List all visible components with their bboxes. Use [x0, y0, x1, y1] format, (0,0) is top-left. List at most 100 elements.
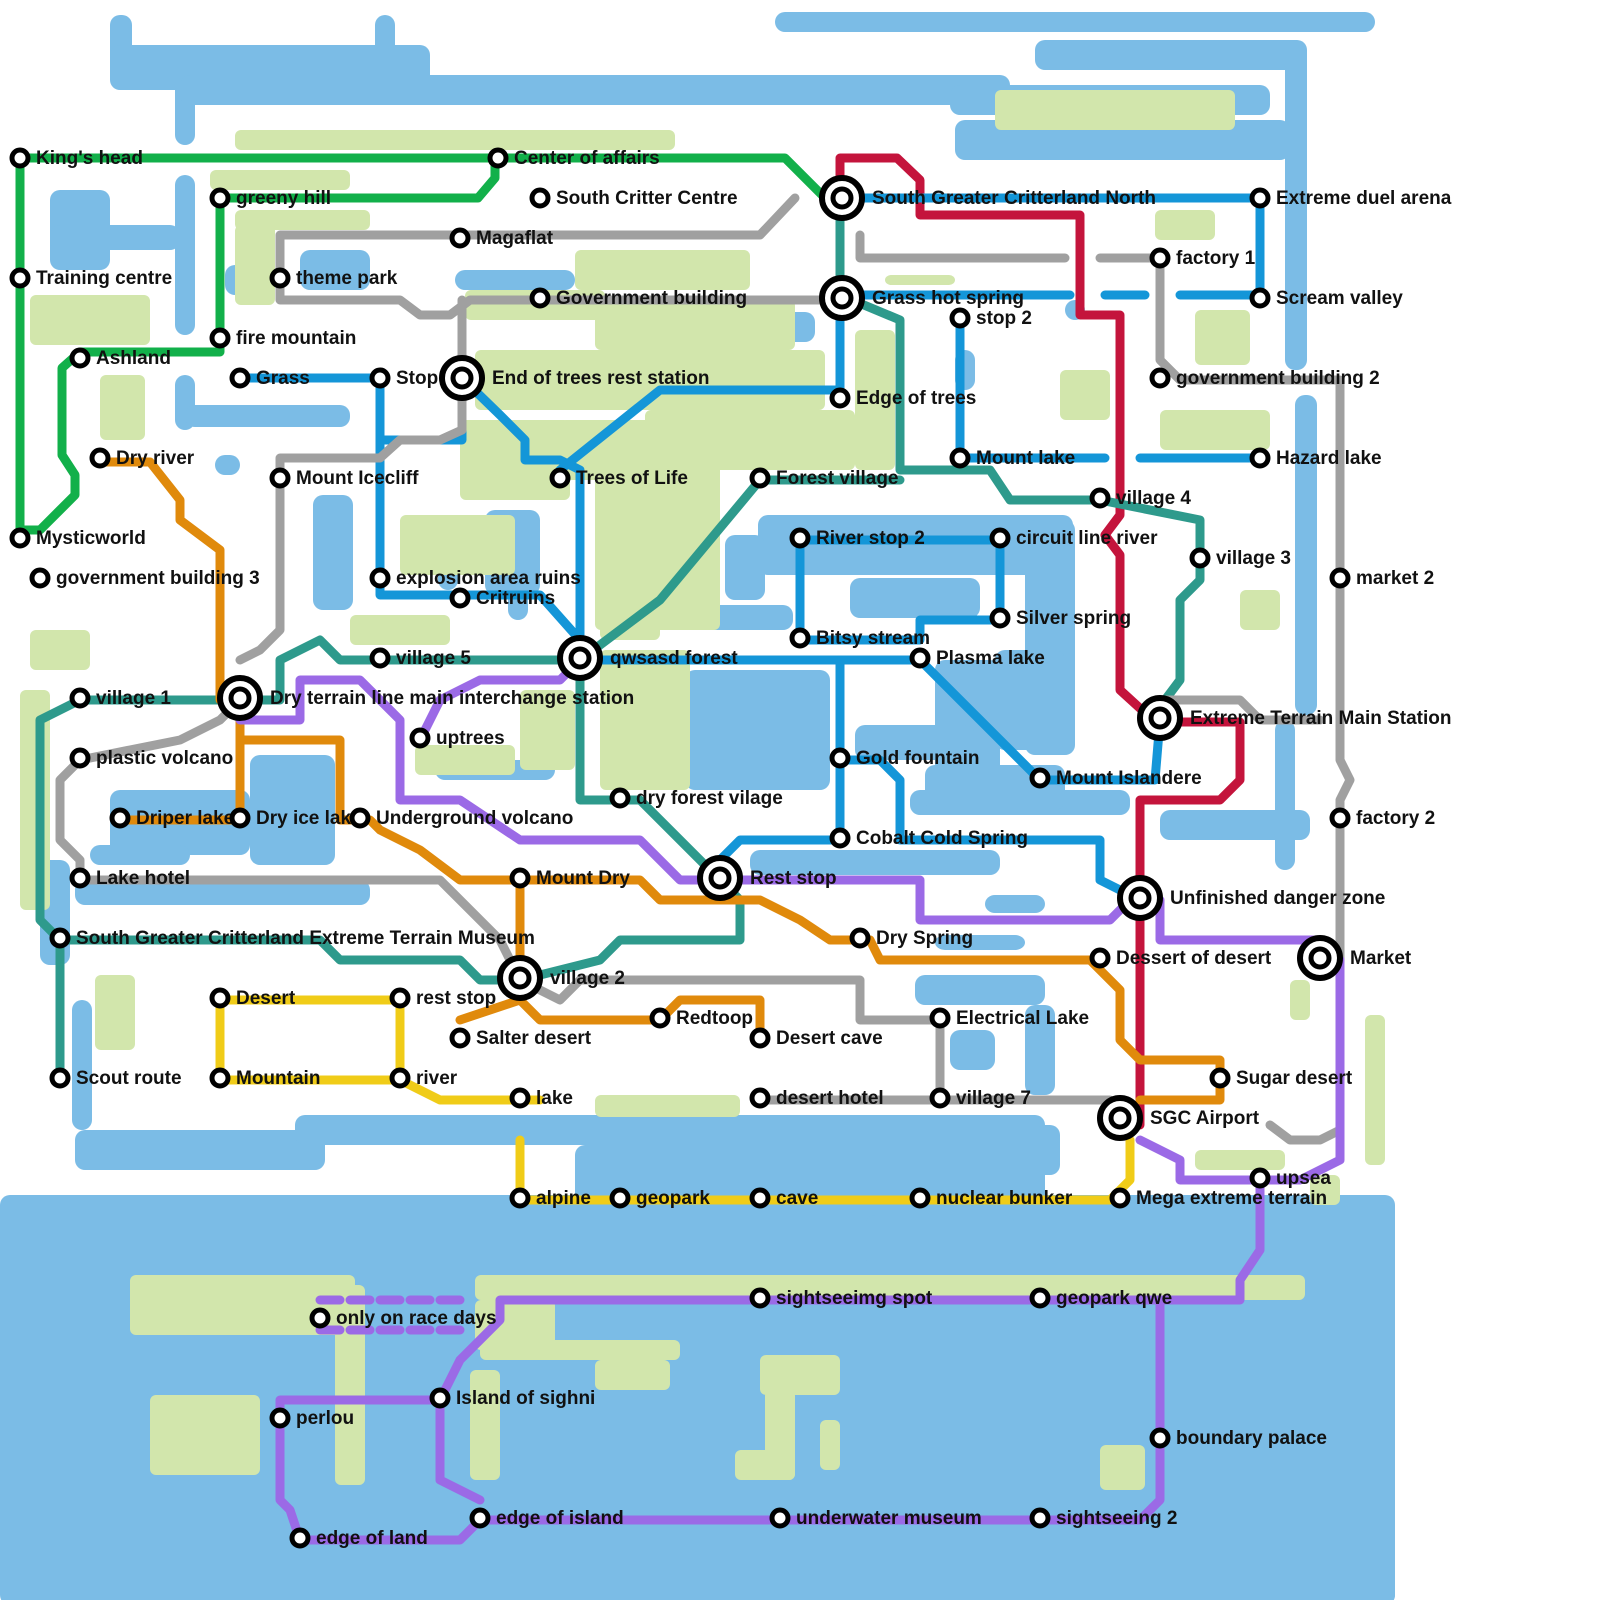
station-marker[interactable]: [909, 1187, 931, 1209]
station[interactable]: Mount Icecliff: [269, 467, 419, 489]
station[interactable]: rest stop: [389, 987, 496, 1009]
station-marker[interactable]: [1249, 187, 1271, 209]
station[interactable]: Scout route: [49, 1067, 182, 1089]
station-marker[interactable]: [1029, 767, 1051, 789]
station-marker[interactable]: [449, 1027, 471, 1049]
station-marker[interactable]: [369, 567, 391, 589]
station[interactable]: Salter desert: [449, 1027, 592, 1049]
station-marker[interactable]: [209, 987, 231, 1009]
station[interactable]: Mega extreme terrain: [1109, 1187, 1327, 1209]
station-marker[interactable]: [649, 1007, 671, 1029]
station-marker[interactable]: [1109, 1187, 1131, 1209]
station[interactable]: Mount Islandere: [1029, 767, 1202, 789]
station-marker[interactable]: [929, 1087, 951, 1109]
station[interactable]: Dry river: [89, 447, 195, 469]
station-marker[interactable]: [309, 1307, 331, 1329]
station-marker[interactable]: [229, 807, 251, 829]
station-marker[interactable]: [1329, 567, 1351, 589]
station[interactable]: factory 1: [1149, 247, 1256, 269]
station[interactable]: Magaflat: [449, 227, 554, 249]
interchange-station[interactable]: village 2: [497, 955, 625, 1001]
station[interactable]: South Critter Centre: [529, 187, 738, 209]
station[interactable]: stop 2: [949, 307, 1032, 329]
station-marker[interactable]: [1149, 1427, 1171, 1449]
station[interactable]: Mysticworld: [9, 527, 146, 549]
station[interactable]: Grass: [229, 367, 310, 389]
station[interactable]: Driper lake: [109, 807, 234, 829]
station[interactable]: perlou: [269, 1407, 354, 1429]
station[interactable]: Gold fountain: [829, 747, 979, 769]
station[interactable]: Mountain: [209, 1067, 320, 1089]
station-marker[interactable]: [29, 567, 51, 589]
station[interactable]: river: [389, 1067, 458, 1089]
station[interactable]: South Greater Critterland Extreme Terrai…: [49, 927, 535, 949]
station-marker[interactable]: [1249, 1167, 1271, 1189]
station-marker[interactable]: [609, 1187, 631, 1209]
interchange-station[interactable]: Market: [1297, 935, 1412, 981]
station-marker[interactable]: [69, 687, 91, 709]
station-marker[interactable]: [749, 1027, 771, 1049]
interchange-station[interactable]: SGC Airport: [1097, 1095, 1260, 1141]
station-marker[interactable]: [949, 307, 971, 329]
station[interactable]: circuit line river: [989, 527, 1158, 549]
station[interactable]: Ashland: [69, 347, 171, 369]
station[interactable]: underwater museum: [769, 1507, 982, 1529]
station-marker[interactable]: [1089, 947, 1111, 969]
station[interactable]: Forest village: [749, 467, 899, 489]
station[interactable]: Island of sighni: [429, 1387, 595, 1409]
station-marker[interactable]: [1149, 247, 1171, 269]
station[interactable]: Center of affairs: [487, 147, 660, 169]
station[interactable]: government building 2: [1149, 367, 1380, 389]
station-marker[interactable]: [749, 1187, 771, 1209]
station-marker[interactable]: [949, 447, 971, 469]
station[interactable]: village 5: [369, 647, 471, 669]
station-marker[interactable]: [529, 187, 551, 209]
station[interactable]: Bitsy stream: [789, 627, 930, 649]
station[interactable]: factory 2: [1329, 807, 1435, 829]
station[interactable]: geopark qwe: [1029, 1287, 1172, 1309]
station-marker[interactable]: [1029, 1287, 1051, 1309]
station-marker[interactable]: [49, 927, 71, 949]
station-marker[interactable]: [269, 467, 291, 489]
station-marker[interactable]: [69, 347, 91, 369]
station[interactable]: upsea: [1249, 1167, 1331, 1189]
station[interactable]: Stop: [369, 367, 438, 389]
station[interactable]: Desert: [209, 987, 296, 1009]
station[interactable]: desert hotel: [749, 1087, 884, 1109]
station[interactable]: explosion area ruins: [369, 567, 581, 589]
station-marker[interactable]: [849, 927, 871, 949]
station[interactable]: uptrees: [409, 727, 505, 749]
station-marker[interactable]: [1249, 447, 1271, 469]
station[interactable]: village 7: [929, 1087, 1031, 1109]
station-marker[interactable]: [389, 1067, 411, 1089]
station[interactable]: River stop 2: [789, 527, 925, 549]
station-marker[interactable]: [929, 1007, 951, 1029]
interchange-station[interactable]: Rest stop: [697, 855, 837, 901]
station-marker[interactable]: [1329, 807, 1351, 829]
station-marker[interactable]: [289, 1527, 311, 1549]
station[interactable]: alpine: [509, 1187, 591, 1209]
station-marker[interactable]: [829, 827, 851, 849]
station[interactable]: Critruins: [449, 587, 555, 609]
station-marker[interactable]: [369, 647, 391, 669]
station[interactable]: Cobalt Cold Spring: [829, 827, 1028, 849]
station-marker[interactable]: [1029, 1507, 1051, 1529]
station-marker[interactable]: [409, 727, 431, 749]
station-marker[interactable]: [509, 1087, 531, 1109]
station-marker[interactable]: [609, 787, 631, 809]
station[interactable]: Underground volcano: [349, 807, 573, 829]
station-marker[interactable]: [487, 147, 509, 169]
station-marker[interactable]: [9, 147, 31, 169]
station[interactable]: only on race days: [309, 1307, 497, 1329]
station-marker[interactable]: [349, 807, 371, 829]
station[interactable]: lake: [509, 1087, 573, 1109]
interchange-station[interactable]: Unfinished danger zone: [1117, 875, 1385, 921]
station[interactable]: Dry Spring: [849, 927, 973, 949]
station-marker[interactable]: [89, 447, 111, 469]
station-marker[interactable]: [209, 187, 231, 209]
interchange-station[interactable]: qwsasd forest: [557, 635, 738, 681]
station-marker[interactable]: [509, 867, 531, 889]
station-marker[interactable]: [509, 1187, 531, 1209]
station-marker[interactable]: [1189, 547, 1211, 569]
station[interactable]: Electrical Lake: [929, 1007, 1089, 1029]
